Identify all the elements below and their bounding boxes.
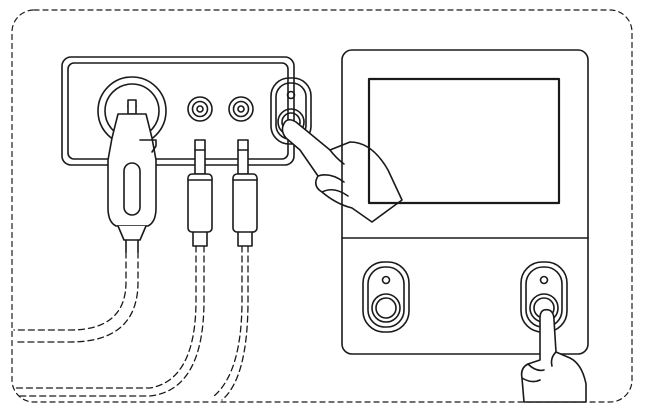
dashed-frame (11, 9, 633, 403)
device-power-button-left (362, 261, 410, 333)
dc-barrel-plug-2 (232, 139, 258, 247)
dc-socket-2 (228, 96, 254, 122)
cables (13, 245, 249, 401)
car-charger-plug-icon (107, 99, 157, 253)
port-panel (61, 56, 295, 166)
dc-socket-1 (187, 96, 213, 122)
device-screen (367, 77, 561, 205)
dc-barrel-plug-icon (187, 139, 213, 247)
screen-device (341, 49, 589, 355)
pointing-hand-2 (520, 308, 587, 403)
